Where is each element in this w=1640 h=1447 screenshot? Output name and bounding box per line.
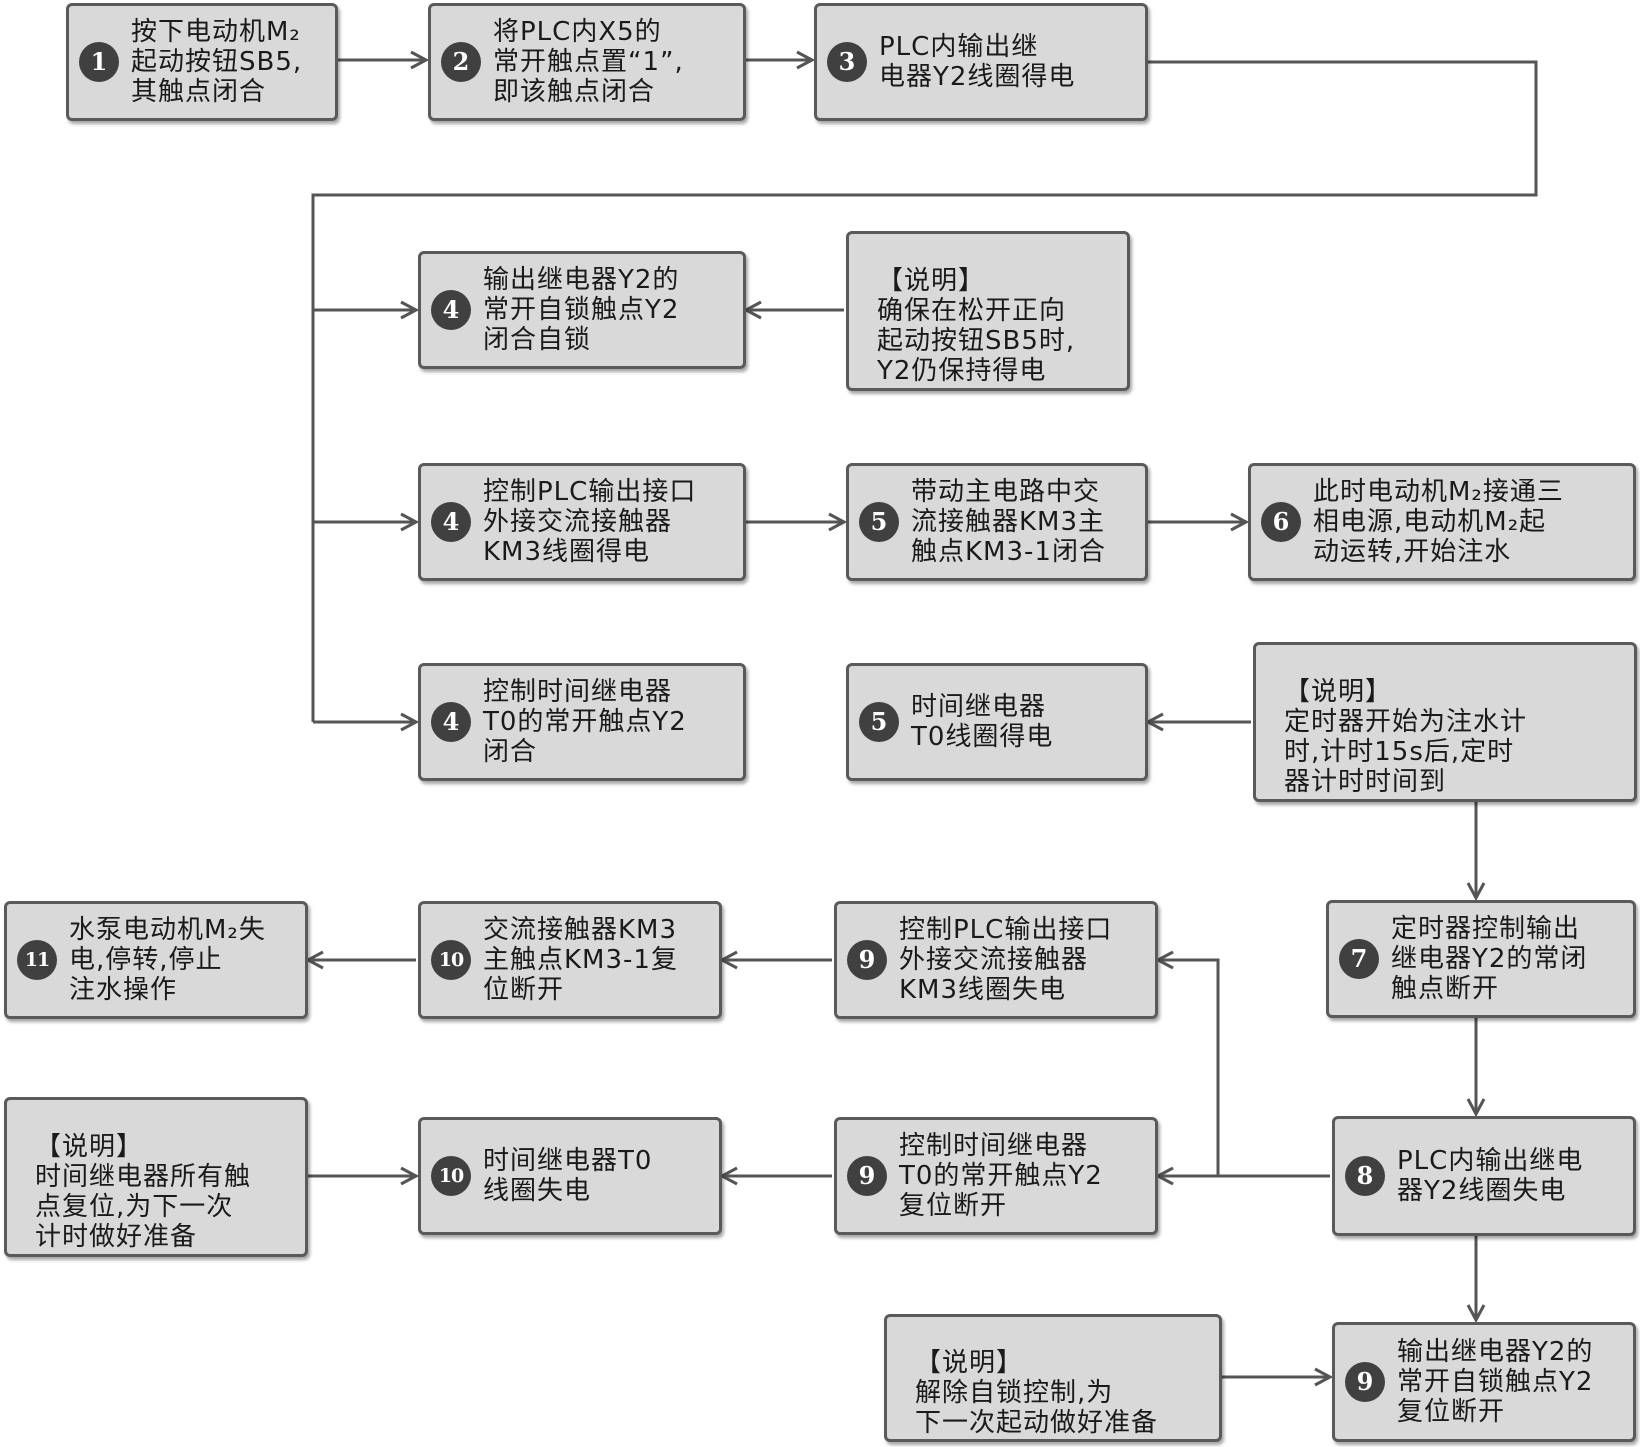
step-text: 定时器控制输出 继电器Y2的常闭 触点断开 [1391,914,1588,1004]
arrow-branch-s9a [1158,960,1220,1176]
note-title: 【说明】 [35,1132,144,1162]
step-text: 输出继电器Y2的 常开自锁触点Y2 闭合自锁 [483,265,680,355]
step-number-badge: 9 [847,1156,887,1196]
step-text: 时间继电器T0 线圈失电 [483,1146,653,1206]
step-4a-box: 4 输出继电器Y2的 常开自锁触点Y2 闭合自锁 [418,251,746,369]
step-text: 控制时间继电器 T0的常开触点Y2 复位断开 [899,1131,1103,1221]
step-number-badge: 8 [1345,1156,1385,1196]
step-5b-box: 5 带动主电路中交 流接触器KM3主 触点KM3-1闭合 [846,463,1148,581]
step-8-box: 8 PLC内输出继电 器Y2线圈失电 [1332,1116,1636,1236]
note-title: 【说明】 [1284,677,1393,707]
note-title: 【说明】 [915,1348,1024,1378]
step-10b-box: 10 时间继电器T0 线圈失电 [418,1117,722,1235]
step-text: PLC内输出继 电器Y2线圈得电 [879,32,1076,92]
note-text: 时间继电器所有触 点复位,为下一次 计时做好准备 [35,1162,252,1252]
step-text: 按下电动机M₂ 起动按钮SB5, 其触点闭合 [131,17,303,107]
step-text: 带动主电路中交 流接触器KM3主 触点KM3-1闭合 [911,477,1106,567]
step-1-box: 1 按下电动机M₂ 起动按钮SB5, 其触点闭合 [66,3,338,121]
step-text: 输出继电器Y2的 常开自锁触点Y2 复位断开 [1397,1337,1594,1427]
step-text: 控制时间继电器 T0的常开触点Y2 闭合 [483,677,687,767]
step-6-box: 6 此时电动机M₂接通三 相电源,电动机M₂起 动运转,开始注水 [1248,463,1636,581]
step-4b-box: 4 控制PLC输出接口 外接交流接触器 KM3线圈得电 [418,463,746,581]
step-4c-box: 4 控制时间继电器 T0的常开触点Y2 闭合 [418,663,746,781]
step-number-badge: 7 [1339,939,1379,979]
step-number-badge: 3 [827,42,867,82]
step-number-badge: 4 [431,502,471,542]
step-3-box: 3 PLC内输出继 电器Y2线圈得电 [814,3,1148,121]
step-7-box: 7 定时器控制输出 继电器Y2的常闭 触点断开 [1326,900,1636,1018]
step-text: PLC内输出继电 器Y2线圈失电 [1397,1146,1584,1206]
step-9b-box: 9 控制时间继电器 T0的常开触点Y2 复位断开 [834,1117,1158,1235]
step-number-badge: 5 [859,502,899,542]
note-3-box: 【说明】时间继电器所有触 点复位,为下一次 计时做好准备 [4,1097,308,1257]
step-text: 此时电动机M₂接通三 相电源,电动机M₂起 动运转,开始注水 [1313,477,1564,567]
step-2-box: 2 将PLC内X5的 常开触点置“1”, 即该触点闭合 [428,3,746,121]
note-4-box: 【说明】解除自锁控制,为 下一次起动做好准备 [884,1314,1222,1442]
note-title: 【说明】 [877,266,986,296]
step-text: 控制PLC输出接口 外接交流接触器 KM3线圈失电 [899,915,1113,1005]
note-text: 确保在松开正向 起动按钮SB5时, Y2仍保持得电 [877,296,1076,386]
step-number-badge: 10 [431,940,471,980]
step-9a-box: 9 控制PLC输出接口 外接交流接触器 KM3线圈失电 [834,901,1158,1019]
step-text: 水泵电动机M₂失 电,停转,停止 注水操作 [69,915,266,1005]
step-10a-box: 10 交流接触器KM3 主触点KM3-1复 位断开 [418,901,722,1019]
step-text: 将PLC内X5的 常开触点置“1”, 即该触点闭合 [493,17,684,107]
note-text: 定时器开始为注水计 时,计时15s后,定时 器计时时间到 [1284,707,1528,797]
step-11-box: 11 水泵电动机M₂失 电,停转,停止 注水操作 [4,901,308,1019]
step-number-badge: 5 [859,702,899,742]
line-s3-to-trunk [311,60,1538,722]
step-text: 交流接触器KM3 主触点KM3-1复 位断开 [483,915,678,1005]
note-2-box: 【说明】定时器开始为注水计 时,计时15s后,定时 器计时时间到 [1253,642,1637,802]
step-9c-box: 9 输出继电器Y2的 常开自锁触点Y2 复位断开 [1332,1322,1636,1442]
step-number-badge: 9 [1345,1362,1385,1402]
step-number-badge: 9 [847,940,887,980]
step-number-badge: 6 [1261,502,1301,542]
step-number-badge: 2 [441,42,481,82]
step-text: 控制PLC输出接口 外接交流接触器 KM3线圈得电 [483,477,697,567]
step-number-badge: 1 [79,42,119,82]
step-number-badge: 10 [431,1156,471,1196]
note-text: 解除自锁控制,为 下一次起动做好准备 [915,1378,1159,1438]
step-5c-box: 5 时间继电器 T0线圈得电 [846,663,1148,781]
step-text: 时间继电器 T0线圈得电 [911,692,1054,752]
note-1-box: 【说明】确保在松开正向 起动按钮SB5时, Y2仍保持得电 [846,231,1130,391]
step-number-badge: 4 [431,702,471,742]
step-number-badge: 11 [17,940,57,980]
step-number-badge: 4 [431,290,471,330]
